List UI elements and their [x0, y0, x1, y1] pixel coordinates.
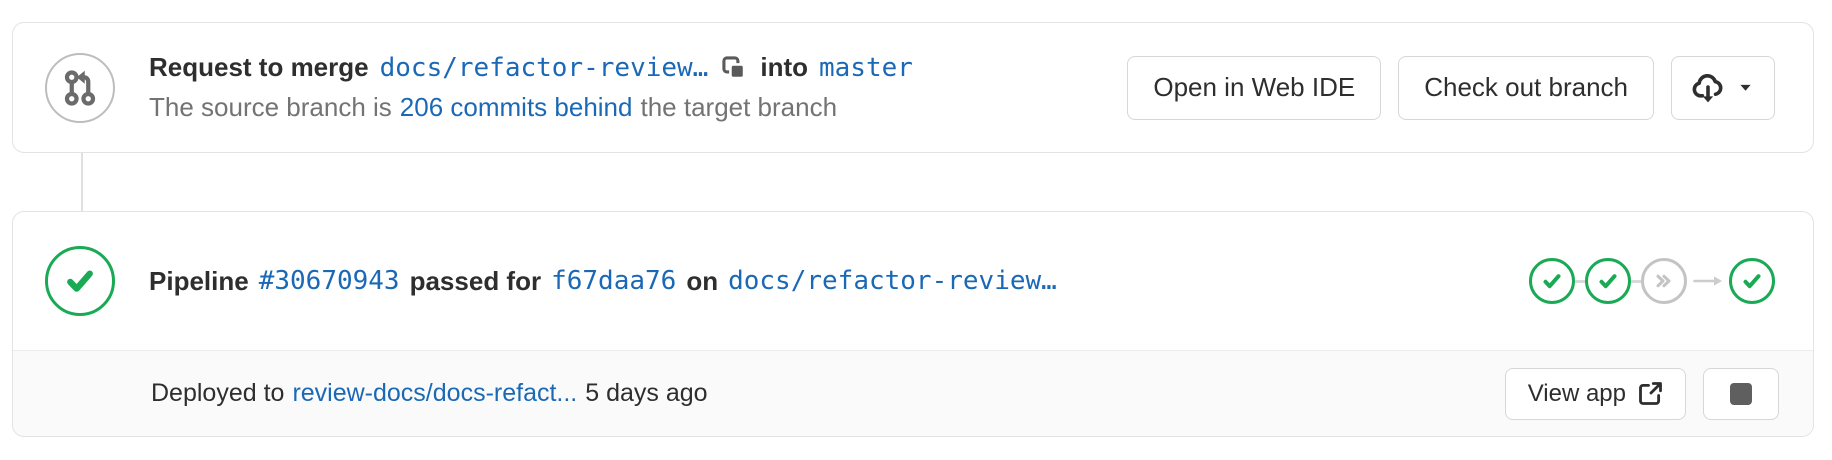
deploy-time: 5 days ago: [585, 379, 708, 407]
request-to-merge-label: Request to merge: [149, 52, 369, 82]
deployment-text: Deployed to review-docs/docs-refact... 5…: [151, 379, 708, 408]
pipeline-success-icon: [45, 246, 115, 316]
pipeline-text: Pipeline #30670943 passed for f67daa76 o…: [149, 266, 1057, 297]
download-dropdown-button[interactable]: [1671, 55, 1775, 120]
stage-connector: [1575, 279, 1585, 283]
pipeline-stage-4-passed[interactable]: [1729, 258, 1775, 304]
source-branch-link[interactable]: docs/refactor-review…: [379, 52, 709, 83]
cloud-download-icon: [1692, 73, 1723, 102]
pipeline-id-link[interactable]: #30670943: [258, 266, 400, 296]
merge-request-icon: [45, 52, 115, 123]
copy-icon: [722, 55, 746, 79]
view-app-button[interactable]: View app: [1504, 367, 1686, 420]
pipeline-stage-1-passed[interactable]: [1529, 258, 1575, 304]
stop-square-icon: [1730, 382, 1752, 405]
mini-pipeline-graph: [1529, 258, 1775, 304]
external-link-icon: [1639, 382, 1662, 405]
view-app-label: View app: [1527, 379, 1626, 407]
pipeline-widget: Pipeline #30670943 passed for f67daa76 o…: [12, 211, 1814, 437]
deployment-actions: View app: [1504, 367, 1779, 420]
checkout-branch-button[interactable]: Check out branch: [1398, 55, 1654, 120]
caret-down-icon: [1740, 84, 1751, 91]
copy-branch-button[interactable]: [721, 55, 747, 81]
merge-request-subtitle: The source branch is 206 commits behind …: [149, 92, 913, 123]
merge-request-actions: Open in Web IDE Check out branch: [1127, 55, 1775, 120]
pipeline-label: Pipeline: [149, 265, 249, 296]
pipeline-stage-3-skipped[interactable]: [1641, 258, 1687, 304]
pipeline-status-label: passed for: [409, 265, 542, 296]
merge-request-widget: Request to merge docs/refactor-review… i…: [12, 22, 1814, 153]
into-label: into: [760, 52, 808, 82]
on-label: on: [686, 265, 719, 296]
stop-environment-button[interactable]: [1703, 367, 1779, 420]
pipeline-branch-link[interactable]: docs/refactor-review…: [728, 266, 1057, 296]
downstream-arrow-icon: [1693, 276, 1722, 286]
merge-request-title: Request to merge docs/refactor-review… i…: [149, 52, 913, 83]
connector-line: [81, 153, 83, 211]
deployed-to-label: Deployed to: [151, 379, 285, 407]
open-web-ide-button[interactable]: Open in Web IDE: [1127, 55, 1382, 120]
subtitle-suffix: the target branch: [640, 92, 838, 122]
commits-behind-link[interactable]: 206 commits behind: [399, 92, 633, 122]
stage-connector: [1631, 279, 1641, 283]
pipeline-stage-2-passed[interactable]: [1585, 258, 1631, 304]
pipeline-row: Pipeline #30670943 passed for f67daa76 o…: [13, 212, 1813, 350]
deployment-row: Deployed to review-docs/docs-refact... 5…: [13, 350, 1813, 436]
merge-request-text: Request to merge docs/refactor-review… i…: [149, 52, 913, 123]
commit-link[interactable]: f67daa76: [551, 266, 677, 296]
environment-link[interactable]: review-docs/docs-refact...: [292, 379, 578, 407]
target-branch-link[interactable]: master: [819, 52, 913, 83]
subtitle-prefix: The source branch is: [149, 92, 392, 122]
